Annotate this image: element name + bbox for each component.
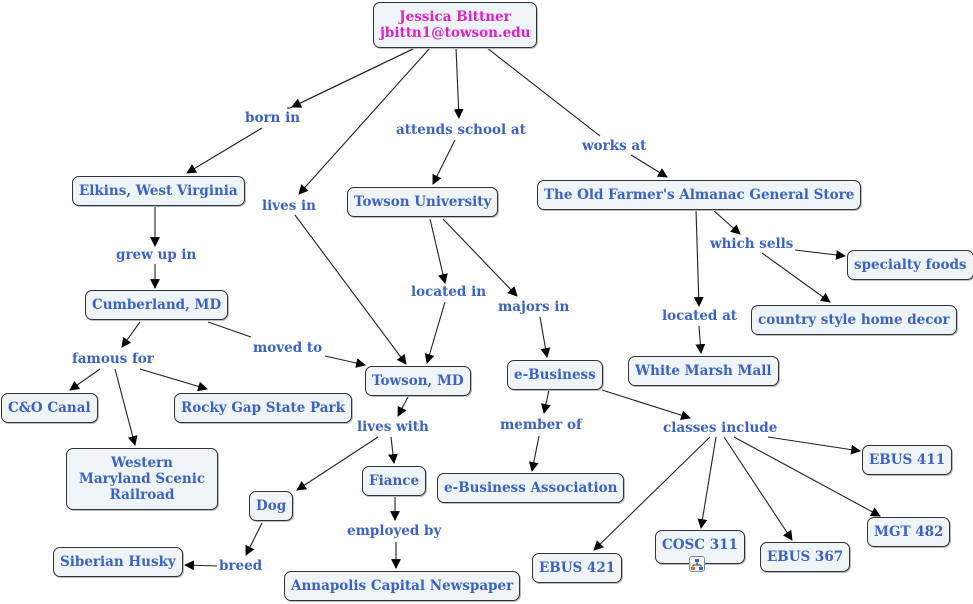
link-born-in: born in: [245, 110, 301, 126]
edge: [528, 435, 540, 472]
submap-icon-glyph: [691, 559, 703, 570]
link-works-at: works at: [582, 138, 647, 154]
concept-railroad[interactable]: Western Maryland Scenic Railroad: [66, 448, 218, 510]
concept-cosc311[interactable]: COSC 311: [655, 530, 745, 564]
link-breed: breed: [219, 558, 263, 574]
link-lives-in: lives in: [262, 198, 316, 214]
concept-towson-university[interactable]: Towson University: [347, 187, 499, 217]
edge: [429, 218, 448, 284]
edge: [693, 209, 704, 307]
edge: [794, 249, 846, 260]
concept-rocky-gap[interactable]: Rocky Gap State Park: [174, 393, 353, 423]
link-member-of: member of: [500, 417, 582, 433]
edge: [695, 325, 706, 354]
link-majors-in: majors in: [498, 299, 570, 315]
concept-store[interactable]: The Old Farmer's Almanac General Store: [537, 180, 862, 210]
concept-map-submap-icon[interactable]: [689, 556, 705, 572]
edge: [324, 355, 366, 368]
edge: [296, 436, 379, 491]
link-moved-to: moved to: [253, 340, 323, 356]
concept-ebus411[interactable]: EBUS 411: [862, 445, 953, 475]
link-which-sells: which sells: [710, 236, 794, 252]
concept-towson-md[interactable]: Towson, MD: [365, 366, 471, 396]
edge: [486, 47, 601, 137]
link-famous-for: famous for: [72, 351, 154, 367]
edge: [388, 436, 398, 464]
edge: [114, 368, 138, 446]
edge: [723, 436, 793, 541]
edge: [453, 47, 464, 119]
concept-siberian-husky[interactable]: Siberian Husky: [53, 547, 183, 577]
edge: [121, 321, 141, 348]
edge: [186, 127, 263, 174]
edge: [291, 47, 416, 108]
link-attends-school-at: attends school at: [396, 122, 526, 138]
link-classes-include: classes include: [663, 420, 778, 436]
edge: [712, 209, 741, 235]
concept-ebus367[interactable]: EBUS 367: [760, 542, 851, 572]
edge: [207, 321, 252, 338]
edge: [294, 214, 407, 365]
concept-fiance[interactable]: Fiance: [362, 466, 427, 496]
link-employed-by: employed by: [347, 523, 442, 539]
concept-railroad-label: Western Maryland Scenic Railroad: [78, 455, 206, 503]
edge: [245, 522, 263, 556]
edge: [432, 139, 456, 185]
edge: [630, 154, 668, 178]
edge: [442, 218, 518, 297]
edge: [139, 368, 208, 392]
concept-home-decor[interactable]: country style home decor: [751, 305, 957, 335]
link-lives-with: lives with: [357, 419, 429, 435]
concept-annapolis-newspaper[interactable]: Annapolis Capital Newspaper: [284, 571, 521, 601]
edge: [69, 368, 101, 391]
edge: [541, 389, 551, 414]
link-grew-up-in: grew up in: [116, 247, 197, 263]
concept-ebus421[interactable]: EBUS 421: [532, 553, 623, 583]
edge: [184, 560, 218, 571]
edge: [424, 301, 446, 364]
concept-co-canal[interactable]: C&O Canal: [1, 393, 98, 423]
concept-e-business[interactable]: e-Business: [507, 360, 603, 390]
edge: [601, 389, 691, 421]
concept-specialty-foods[interactable]: specialty foods: [847, 250, 973, 280]
edge: [539, 316, 551, 358]
edge: [733, 436, 881, 517]
concept-mgt482[interactable]: MGT 482: [867, 517, 951, 547]
edge: [767, 436, 861, 455]
root-name: Jessica Bittner: [399, 9, 511, 25]
concept-dog[interactable]: Dog: [249, 491, 294, 521]
root-concept-node[interactable]: Jessica Bittner jbittn1@towson.edu: [373, 2, 537, 48]
link-located-in: located in: [411, 284, 487, 300]
concept-white-marsh-mall[interactable]: White Marsh Mall: [628, 356, 779, 386]
concept-elkins[interactable]: Elkins, West Virginia: [72, 176, 245, 206]
edge: [697, 436, 717, 529]
concept-cumberland[interactable]: Cumberland, MD: [85, 290, 229, 320]
link-located-at: located at: [662, 308, 738, 324]
edge: [397, 396, 409, 417]
concept-e-business-association[interactable]: e-Business Association: [437, 473, 625, 503]
edge: [298, 47, 431, 195]
edge: [761, 252, 831, 303]
edge: [593, 436, 711, 551]
root-email: jbittn1@towson.edu: [380, 25, 531, 41]
